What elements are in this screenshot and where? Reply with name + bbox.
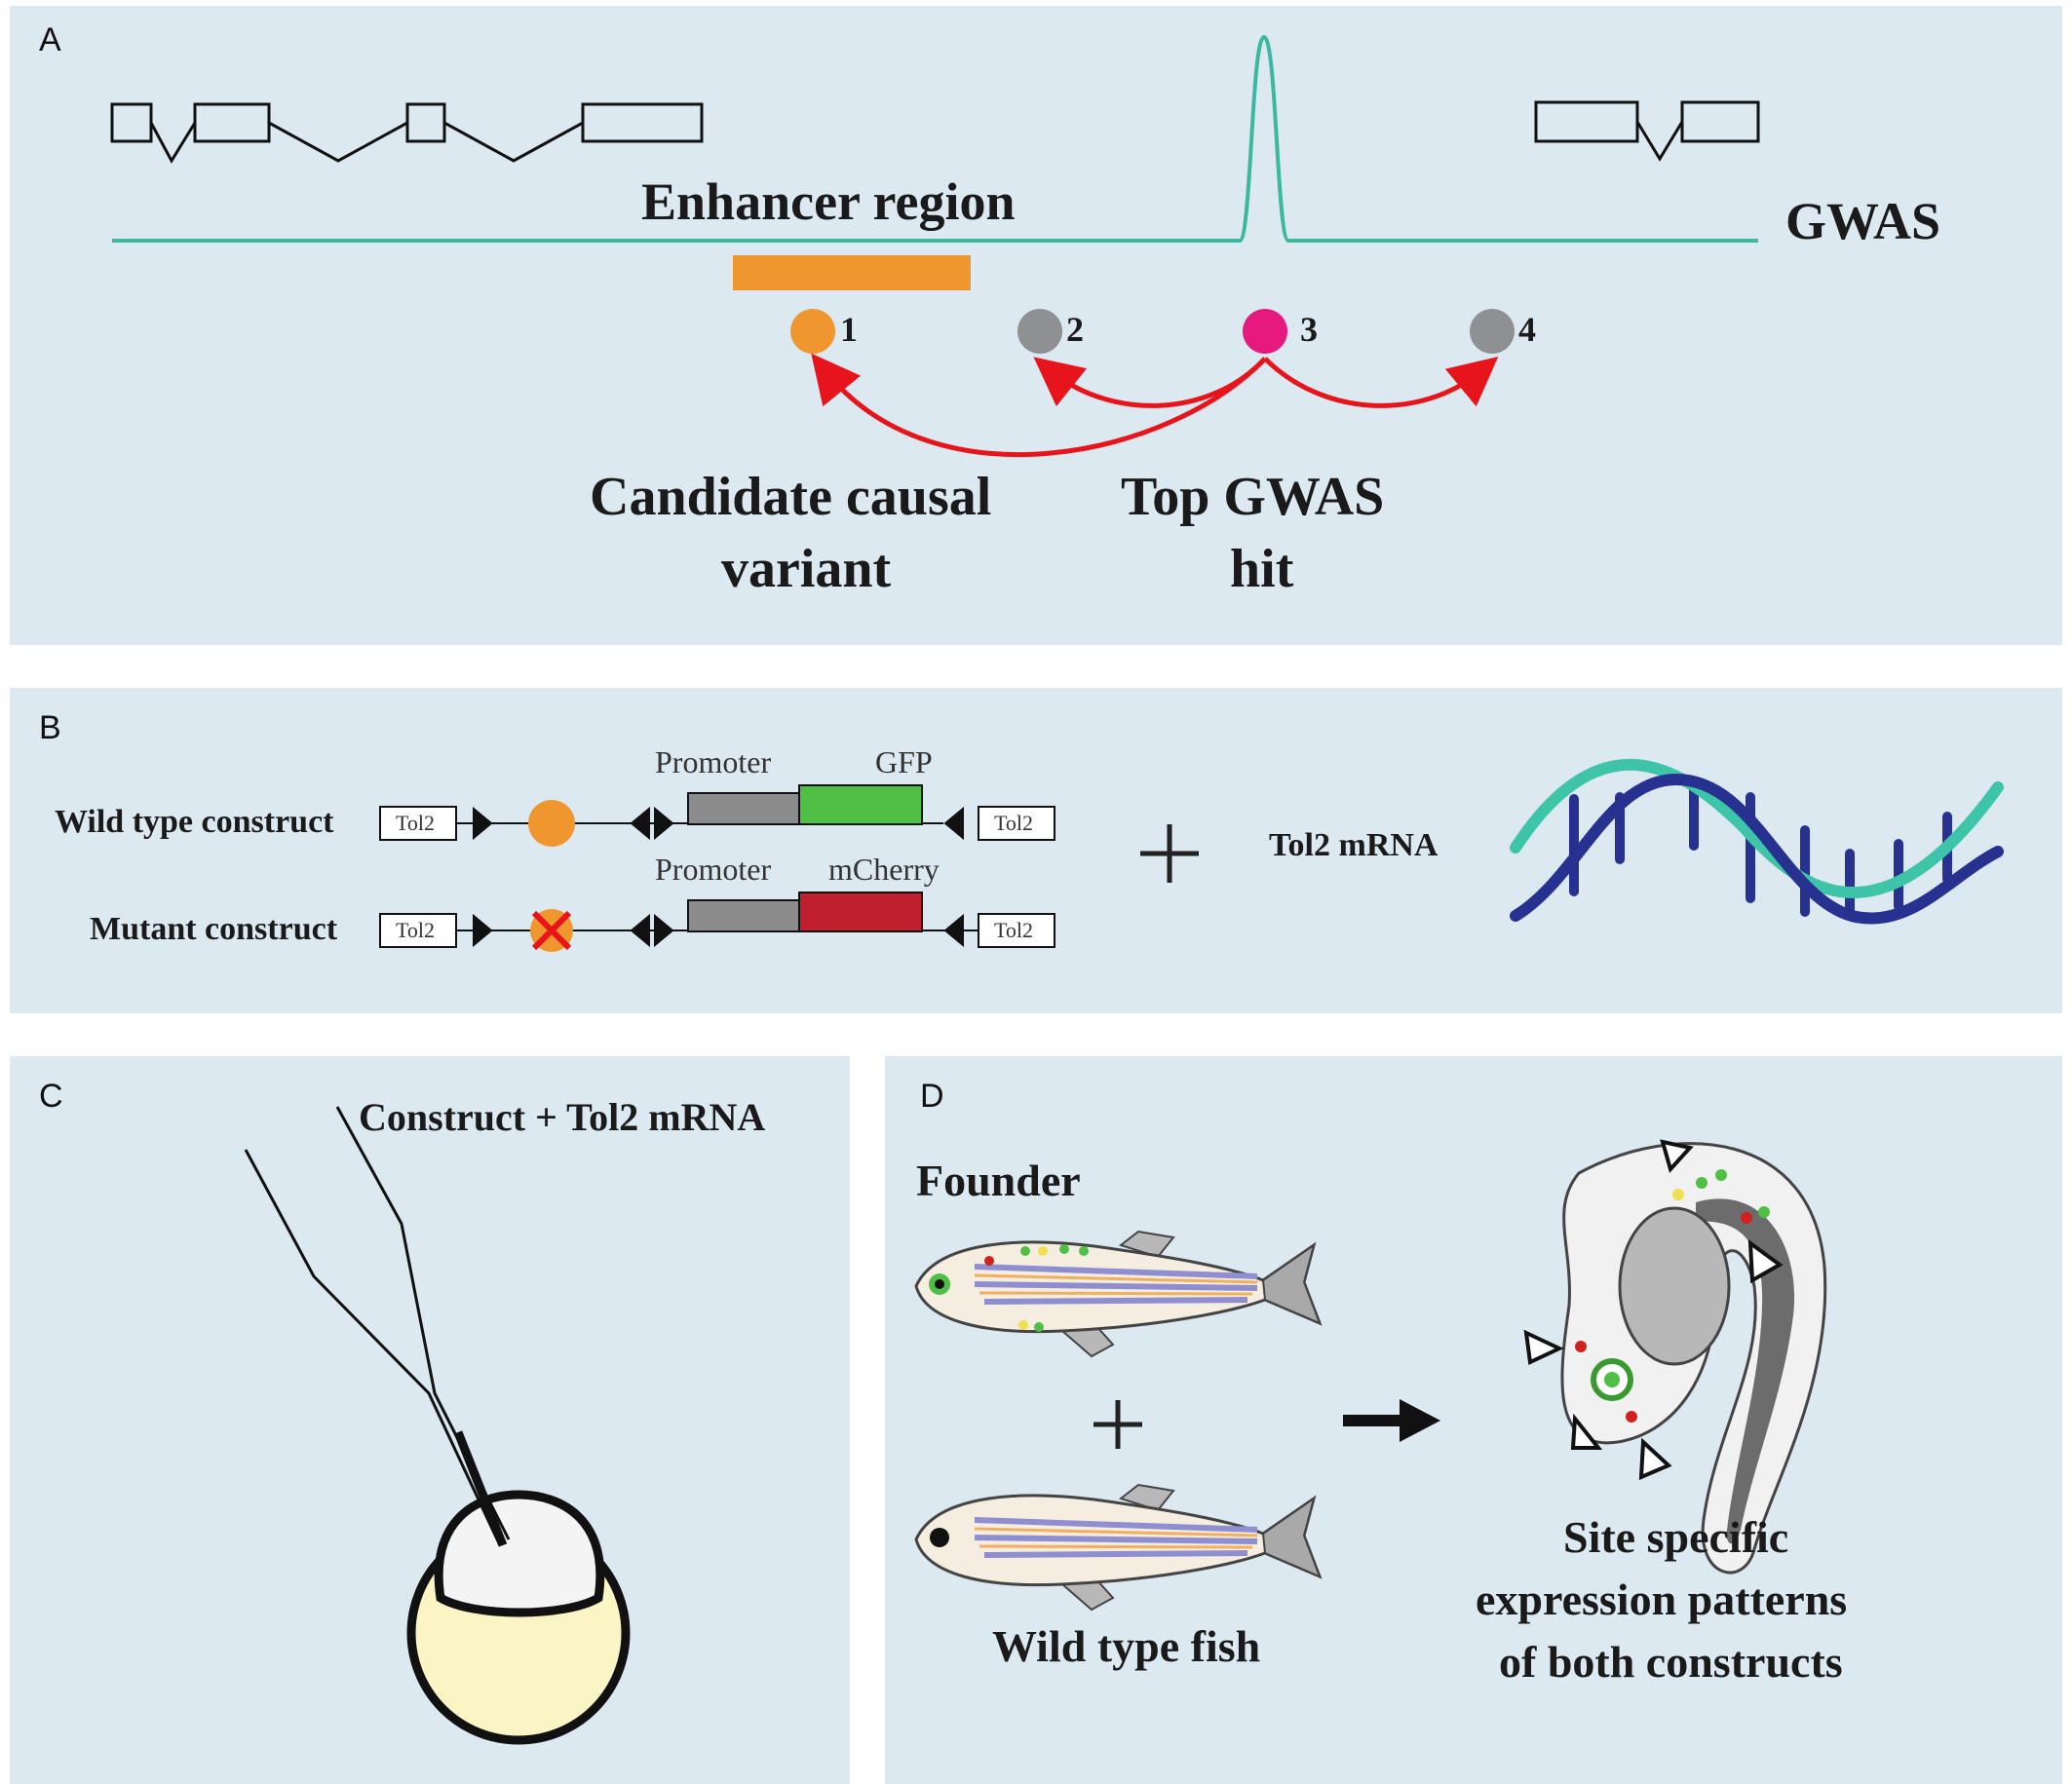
panel-d (885, 1056, 2062, 1784)
candidate-label-line2: variant (721, 539, 892, 599)
expression-dot (1626, 1411, 1637, 1423)
intron (268, 121, 408, 163)
expression-dot (1018, 1320, 1028, 1330)
gfp-block (798, 784, 923, 825)
arrow-to-variant-1 (811, 353, 1267, 457)
candidate-label-line1: Candidate causal (590, 467, 992, 527)
wild-type-fish-label: Wild type fish (992, 1621, 1261, 1671)
promoter-block (687, 899, 800, 932)
wild-type-fish-icon (914, 1483, 1323, 1612)
ld-arrows (811, 353, 1499, 457)
variant-2-number: 2 (1066, 310, 1084, 349)
founder-label: Founder (916, 1156, 1081, 1205)
enhancer-bar (733, 255, 971, 290)
dna-strand-teal (1510, 758, 2004, 898)
arm-triangle (630, 913, 650, 948)
arrow-to-variant-2 (1033, 357, 1267, 408)
expression-dot (984, 1256, 994, 1266)
tol2-mrna-label: Tol2 mRNA (1269, 827, 1439, 863)
expression-dot (1020, 1246, 1030, 1256)
variant-2-dot (1017, 309, 1062, 354)
expression-dot (1038, 1246, 1048, 1256)
variant-3-number: 3 (1300, 310, 1318, 349)
tol2-box-text: Tol2 (396, 918, 436, 942)
arm-triangle (943, 806, 964, 841)
arm-triangle (654, 806, 674, 841)
intron (443, 121, 584, 163)
injection-label: Construct + Tol2 mRNA (359, 1095, 766, 1139)
tol2-box-text: Tol2 (396, 811, 436, 835)
wild-type-enhancer-dot (528, 800, 575, 847)
expression-dot (1696, 1177, 1707, 1189)
expression-dot (1034, 1322, 1044, 1332)
expression-dot (1715, 1169, 1727, 1181)
arm-triangle (630, 806, 650, 841)
expression-dot (1059, 1244, 1069, 1254)
tol2-box-text: Tol2 (994, 918, 1034, 942)
expression-dot (1672, 1189, 1684, 1200)
right-arrow-icon (1343, 1399, 1440, 1442)
embryo-yolk (1618, 1206, 1731, 1366)
enhancer-region-label: Enhancer region (641, 172, 1016, 231)
expression-dot (1575, 1341, 1587, 1352)
dna-strand-blue (1510, 773, 2004, 925)
variant-1-dot (790, 309, 835, 354)
mutant-construct (379, 892, 1055, 948)
animal-pole-cell (434, 1490, 605, 1617)
mutation-cross-icon (531, 910, 572, 951)
arrow-to-variant-4 (1263, 357, 1499, 408)
variant-1-number: 1 (840, 310, 858, 349)
mutant-construct-label: Mutant construct (90, 911, 338, 947)
founder-fish-icon (914, 1230, 1323, 1358)
fish-eye (930, 1528, 949, 1547)
intron (149, 122, 197, 165)
wild-type-construct-label: Wild type construct (55, 804, 334, 840)
arm-triangle (654, 913, 674, 948)
arm-triangle (943, 913, 964, 948)
right-gene-model (1534, 100, 1760, 162)
intron (1635, 121, 1684, 162)
promoter-block (687, 792, 800, 825)
result-label-line3: of both constructs (1499, 1637, 1843, 1687)
promoter-label: Promoter (655, 744, 772, 779)
mcherry-label: mCherry (828, 852, 940, 887)
plus-sign-icon (1140, 824, 1199, 883)
expression-dot (1079, 1246, 1089, 1256)
site-pointer-icons (1523, 1139, 1784, 1481)
gwas-track-label: GWAS (1785, 192, 1941, 250)
left-gene-model (110, 102, 704, 165)
tol2-box-right (978, 913, 1055, 948)
result-label-line2: expression patterns (1476, 1575, 1848, 1624)
tol2-box-text: Tol2 (994, 811, 1034, 835)
variant-3-dot (1243, 309, 1287, 354)
gfp-label: GFP (875, 744, 933, 779)
arm-triangle (473, 913, 493, 948)
embryo-icon (1560, 1142, 1827, 1575)
promoter-label: Promoter (655, 852, 772, 887)
panel-b-letter: B (39, 709, 61, 746)
plus-sign-icon (1094, 1400, 1142, 1449)
expression-dot (1758, 1206, 1770, 1218)
gwas-track-line (112, 34, 1758, 243)
top-hit-label-line1: Top GWAS (1121, 467, 1385, 527)
expression-dot (1741, 1212, 1752, 1224)
panel-b (10, 688, 2062, 1013)
arm-triangle (473, 806, 493, 841)
top-hit-label-line2: hit (1230, 539, 1294, 599)
wild-type-construct (379, 784, 1055, 841)
panel-c-letter: C (39, 1078, 63, 1115)
panel-d-letter: D (920, 1078, 944, 1115)
tol2-box-right (978, 806, 1055, 841)
dna-helix-icon (1510, 758, 2004, 925)
variant-4-dot (1470, 309, 1515, 354)
panel-a-letter: A (39, 21, 61, 58)
needle-tip (453, 1430, 508, 1547)
mcherry-block (798, 892, 923, 932)
variant-4-number: 4 (1518, 310, 1536, 349)
result-label-line1: Site specific (1563, 1512, 1789, 1562)
